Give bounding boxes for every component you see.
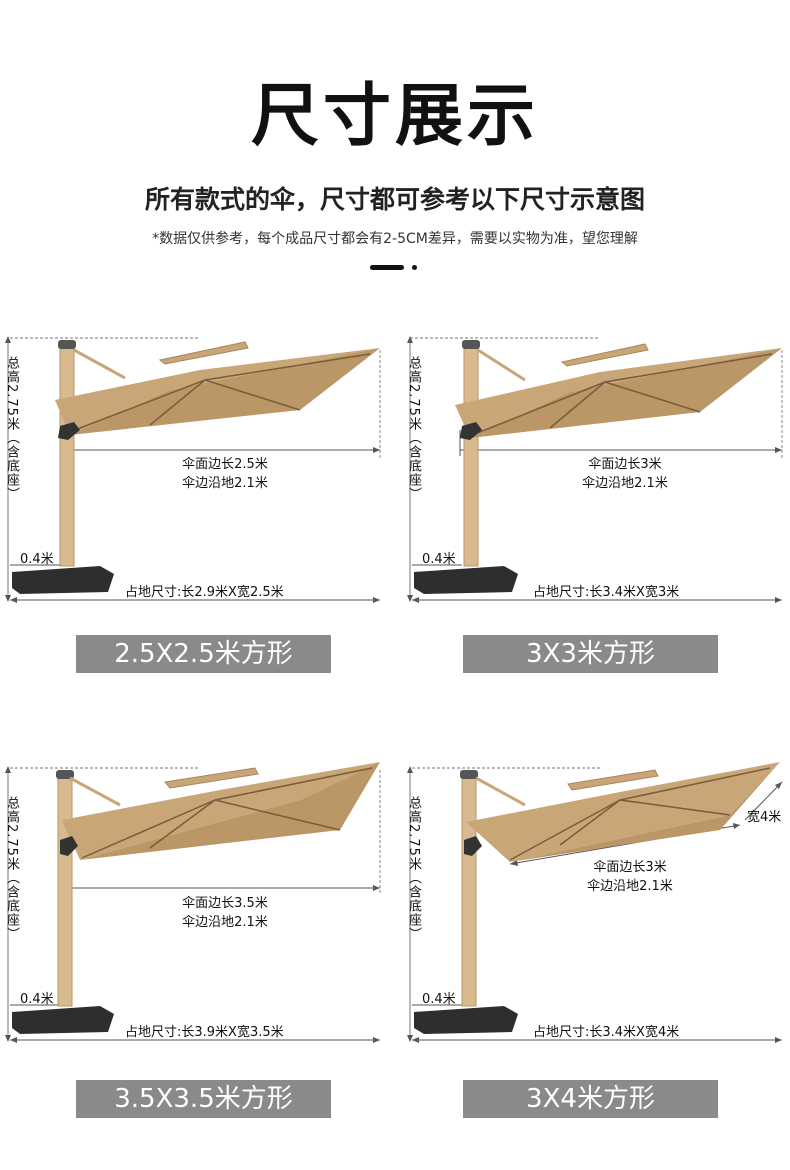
base-offset-label: 0.4米 [20,992,54,1007]
umbrella-illustration [407,762,783,1043]
canopy-dimensions: 伞面边长3.5米 伞边沿地2.1米 [150,894,300,932]
edge-height-label: 伞边沿地2.1米 [182,915,268,930]
canopy-side-label: 伞面边长3米 [588,457,662,472]
edge-height-label: 伞边沿地2.1米 [587,879,673,894]
base-offset-label: 0.4米 [20,552,54,567]
canopy-side-label: 伞面边长3米 [593,860,667,875]
height-label: 总高2.75米（含底座） [406,796,421,941]
size-caption: 3X4米方形 [463,1080,718,1118]
footprint-label: 占地尺寸:长3.9米X宽3.5米 [125,1025,284,1040]
umbrella-illustration [5,762,381,1043]
canopy-dimensions: 伞面边长2.5米 伞边沿地2.1米 [150,455,300,493]
canopy-dimensions: 伞面边长3米 伞边沿地2.1米 [550,455,700,493]
umbrella-illustration [407,336,783,603]
size-caption: 3X3米方形 [463,635,718,673]
page-subtitle: 所有款式的伞，尺寸都可参考以下尺寸示意图 [144,185,645,214]
size-panel-3x3: 总高2.75米（含底座） 伞面边长3米 伞边沿地2.1米 0.4米 占地尺寸:长… [400,330,790,630]
canopy-side-label: 伞面边长2.5米 [182,457,268,472]
page-title: 尺寸展示 [250,77,539,156]
footprint-label: 占地尺寸:长3.4米X宽4米 [533,1025,680,1040]
footprint-label: 占地尺寸:长3.4米X宽3米 [533,585,680,600]
height-label: 总高2.75米（含底座） [4,356,19,501]
size-panel-3x4: 总高2.75米（含底座） 宽4米 伞面边长3米 伞边沿地2.1米 0.4米 占地… [400,760,790,1060]
width-label: 宽4米 [747,810,782,825]
edge-height-label: 伞边沿地2.1米 [582,476,668,491]
canopy-side-label: 伞面边长3.5米 [182,896,268,911]
footprint-label: 占地尺寸:长2.9米X宽2.5米 [125,585,284,600]
umbrella-illustration [5,336,381,603]
size-panel-2.5x2.5: 总高2.75米（含底座） 伞面边长2.5米 伞边沿地2.1米 0.4米 占地尺寸… [0,330,390,630]
height-label: 总高2.75米（含底座） [4,796,19,941]
size-panel-3.5x3.5: 总高2.75米（含底座） 伞面边长3.5米 伞边沿地2.1米 0.4米 占地尺寸… [0,760,390,1060]
height-label: 总高2.75米（含底座） [406,356,421,501]
disclaimer-note: *数据仅供参考，每个成品尺寸都会有2-5CM差异，需要以实物为准，望您理解 [152,231,638,247]
size-caption: 3.5X3.5米方形 [76,1080,331,1118]
base-offset-label: 0.4米 [422,552,456,567]
edge-height-label: 伞边沿地2.1米 [182,476,268,491]
size-caption: 2.5X2.5米方形 [76,635,331,673]
base-offset-label: 0.4米 [422,992,456,1007]
canopy-dimensions: 伞面边长3米 伞边沿地2.1米 [555,858,705,896]
